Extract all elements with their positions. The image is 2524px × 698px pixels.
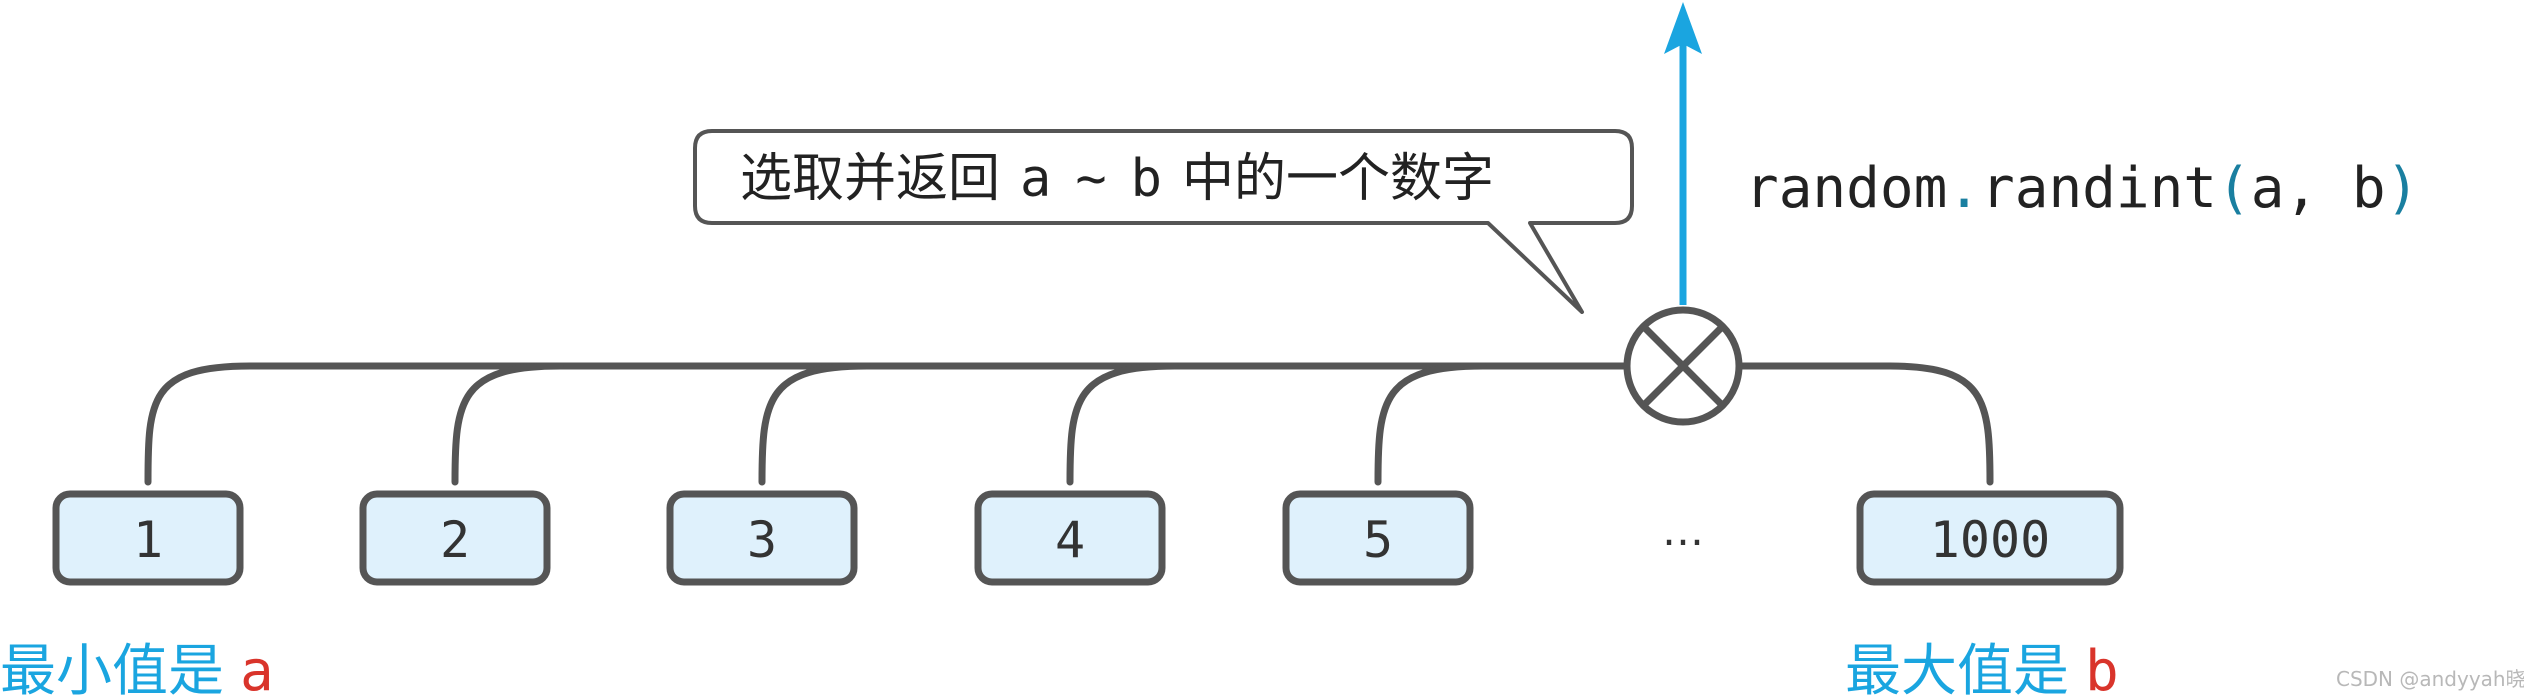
select-operator-icon (1623, 306, 1743, 426)
value-box-4-label: 4 (1055, 511, 1085, 569)
max-label-text: 最大值是 (1845, 639, 2069, 698)
value-box-5: 5 (1282, 490, 1474, 586)
max-label-var: b (2085, 639, 2119, 698)
code-args: a, b (2251, 156, 2386, 221)
bus-line-1000 (1736, 362, 1994, 486)
code-expression: random.randint(a, b) (1745, 156, 2419, 221)
value-box-2: 2 (359, 490, 551, 586)
bus-line-3 (758, 362, 871, 486)
value-box-1000-label: 1000 (1930, 511, 2050, 569)
bus-line-1 (144, 362, 1629, 486)
return-arrow-head (1664, 2, 1702, 54)
callout-bubble (693, 129, 1634, 314)
code-module: random (1745, 156, 1947, 221)
callout-var-b: b (1131, 149, 1162, 209)
value-box-1-label: 1 (133, 511, 163, 569)
bus-line-5 (1374, 362, 1487, 486)
code-func: randint (1981, 156, 2217, 221)
code-dot: . (1947, 156, 1981, 221)
value-box-5-label: 5 (1363, 511, 1393, 569)
value-box-3-label: 3 (747, 511, 777, 569)
bus-line-4 (1066, 362, 1179, 486)
callout-text: 选取并返回 a ~ b 中的一个数字 (740, 149, 1494, 209)
value-box-4: 4 (974, 490, 1166, 586)
min-label-text: 最小值是 (0, 639, 224, 698)
max-label: 最大值是 b (1845, 639, 2119, 698)
value-box-2-label: 2 (440, 511, 470, 569)
min-label-var: a (240, 639, 274, 698)
bus-line-2 (451, 362, 564, 486)
callout-tilde: ~ (1075, 149, 1106, 209)
min-label: 最小值是 a (0, 639, 274, 698)
bus-lines (144, 362, 1994, 486)
code-close-paren: ) (2386, 156, 2420, 221)
code-open-paren: ( (2217, 156, 2251, 221)
callout-prefix: 选取并返回 (740, 149, 1000, 209)
value-box-1000: 1000 (1856, 490, 2124, 586)
ellipsis: … (1662, 506, 1704, 555)
callout-suffix: 中的一个数字 (1182, 149, 1494, 209)
watermark: CSDN @andyyah晓波 (2336, 667, 2524, 691)
value-box-1: 1 (52, 490, 244, 586)
callout-var-a: a (1020, 149, 1051, 209)
value-box-3: 3 (666, 490, 858, 586)
